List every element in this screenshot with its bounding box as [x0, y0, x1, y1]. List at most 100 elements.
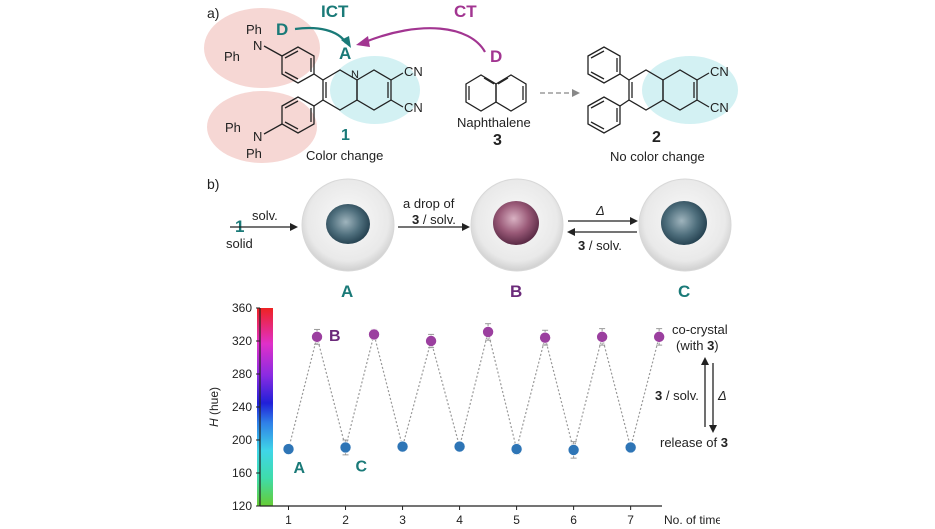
data-point-C [396, 440, 409, 453]
reverse-bottom-label: 3 / solv. [578, 238, 622, 253]
compound-2-number: 2 [652, 129, 661, 146]
data-point-B [425, 335, 437, 347]
annotation-down-arrowhead [709, 425, 717, 433]
y-axis-label-rest: (hue) [207, 387, 221, 418]
zigzag-line [287, 331, 660, 451]
panel-b-photos [230, 178, 732, 272]
annotation-bottom-bold: 3 [720, 435, 728, 450]
ph-bot-1: Ph [225, 120, 241, 135]
ph-top-2: Ph [224, 49, 240, 64]
compound-2-skeleton [587, 46, 710, 134]
annotation-top-suffix: ) [714, 338, 719, 353]
data-point-C [567, 444, 580, 456]
sample-B-label: B [510, 282, 523, 301]
ct-arrow [364, 27, 486, 53]
reverse-bottom-bold: 3 [578, 238, 586, 253]
y-axis-label: H (hue) [207, 387, 221, 427]
sample-C-label: C [678, 282, 691, 301]
spot-C [661, 201, 707, 245]
naphthalene-skeleton [465, 74, 527, 112]
ict-label: ICT [321, 2, 349, 21]
data-point-B [482, 326, 494, 338]
ring-n: N [351, 69, 359, 81]
annotation-top-prefix: (with [676, 338, 708, 353]
panel-b-label: b) [207, 176, 220, 192]
arrow2-label-line1: a drop of [403, 196, 455, 211]
dashed-arrowhead [572, 89, 580, 97]
compound-1-number: 1 [341, 127, 350, 144]
x-tick-label: 3 [399, 513, 406, 527]
compound-1-caption: Color change [306, 148, 384, 163]
data-point-C [624, 441, 637, 454]
annotation-arrows [701, 357, 717, 433]
y-tick-label: 320 [232, 334, 252, 348]
y-tick-label: 160 [232, 466, 252, 480]
annotation-mid-bold: 3 [655, 388, 663, 403]
y-tick-label: 280 [232, 367, 252, 381]
y-tick-label: 240 [232, 400, 252, 414]
x-tick-label: 1 [285, 513, 292, 527]
y-axis-label-italic: H [207, 418, 221, 427]
data-point-C [339, 441, 352, 454]
annotation-top-bold: 3 [707, 338, 715, 353]
data-point-B [596, 331, 608, 343]
ct-arrowhead [356, 36, 370, 47]
start-label: solid [226, 236, 253, 251]
arrow-1-head [290, 223, 298, 231]
naphthalene-name: Naphthalene [457, 115, 531, 130]
panel-a-label: a) [207, 5, 220, 21]
annotation-mid-delta: Δ [718, 388, 727, 403]
annotation-mid-rest: / solv. [662, 388, 699, 403]
arrow2-label-bold: 3 [412, 212, 420, 227]
acceptor-label: A [339, 44, 352, 63]
cn-1-bot: CN [404, 100, 423, 115]
arrow-2-head [462, 223, 470, 231]
annotation-bottom-prefix: release of [660, 435, 721, 450]
x-tick-label: 5 [513, 513, 520, 527]
data-point-B [311, 331, 323, 343]
y-tick-label: 360 [232, 301, 252, 315]
data-point-B [368, 328, 380, 341]
spot-B [493, 201, 539, 245]
y-tick-label: 200 [232, 433, 252, 447]
ct-label: CT [454, 2, 477, 21]
arrow-forward-head [630, 217, 638, 225]
annotation-top-line2: (with 3) [676, 338, 719, 353]
donor-left-label: D [276, 20, 289, 39]
data-point-C [282, 443, 295, 455]
donor-blob-top [204, 8, 320, 88]
point-label-C: C [356, 458, 368, 475]
cn-2-bot: CN [710, 100, 729, 115]
annotation-top-line1: co-crystal [672, 322, 728, 337]
reverse-bottom-rest: / solv. [585, 238, 622, 253]
ict-arrowhead [341, 36, 351, 48]
panel-a-structures [204, 8, 738, 163]
annotation-mid: 3 / solv. [655, 388, 699, 403]
ph-top-1: Ph [246, 22, 262, 37]
compound-3-number: 3 [493, 132, 502, 149]
y-tick-label: 120 [232, 499, 252, 513]
x-tick-label: 6 [570, 513, 577, 527]
donor-naph-label: D [490, 47, 503, 66]
donor-blob-bottom [207, 91, 317, 163]
data-point-C [510, 443, 523, 455]
arrow1-label: solv. [252, 208, 278, 223]
sample-A-label: A [341, 282, 354, 301]
compound-2-caption: No color change [610, 149, 705, 164]
reverse-top-label: Δ [596, 203, 605, 218]
data-point-B [539, 331, 551, 344]
arrow-back-head [567, 228, 575, 236]
point-label-A: A [294, 460, 306, 477]
x-tick-label: 2 [342, 513, 349, 527]
data-point-B [653, 331, 665, 343]
x-tick-label: 4 [456, 513, 463, 527]
cn-2-top: CN [710, 64, 729, 79]
arrow2-label-rest: / solv. [419, 212, 456, 227]
annotation-bottom: release of 3 [660, 435, 728, 450]
cn-1-top: CN [404, 64, 423, 79]
n-top: N [253, 38, 263, 53]
spot-A [326, 204, 370, 244]
data-point-C [453, 440, 466, 453]
arrow2-label-line2: 3 / solv. [412, 212, 456, 227]
